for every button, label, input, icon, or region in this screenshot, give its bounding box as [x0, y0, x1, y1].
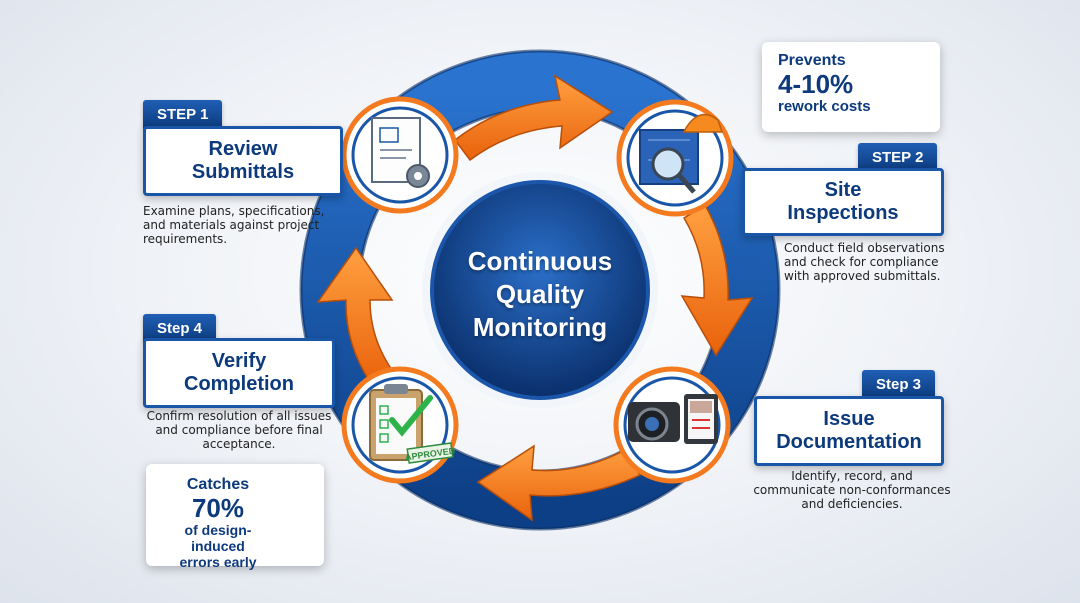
document-icon — [341, 96, 459, 214]
design-errors-callout: Catches 70% of design-induced errors ear… — [146, 464, 324, 570]
step-3-tag: Step 3 — [862, 370, 936, 399]
step-1-tag: STEP 1 — [143, 100, 223, 129]
step-1-description: Examine plans, specifications, and mater… — [143, 204, 325, 246]
arrow-top — [453, 74, 614, 162]
center-circle — [430, 180, 650, 400]
step-4-description: Confirm resolution of all issues and com… — [146, 409, 332, 451]
step-3-title: Issue Documentation — [754, 396, 944, 466]
rework-cost-callout: Prevents 4-10% rework costs — [762, 42, 940, 132]
inspection-icon — [616, 99, 734, 217]
step-3-description: Identify, record, and communicate non-co… — [753, 469, 951, 511]
step-1-title: Review Submittals — [143, 126, 343, 196]
step-2-tag: STEP 2 — [858, 143, 938, 172]
arrow-right — [680, 203, 754, 357]
arrow-left — [316, 246, 394, 387]
arrow-bottom — [476, 444, 642, 522]
clipboard-icon — [341, 366, 459, 484]
step-2-description: Conduct field observations and check for… — [784, 241, 945, 283]
step-4-title: Verify Completion — [143, 338, 335, 408]
camera-icon — [613, 366, 731, 484]
center-title: Continuous Quality Monitoring — [467, 246, 613, 342]
step-2-title: Site Inspections — [742, 168, 944, 236]
